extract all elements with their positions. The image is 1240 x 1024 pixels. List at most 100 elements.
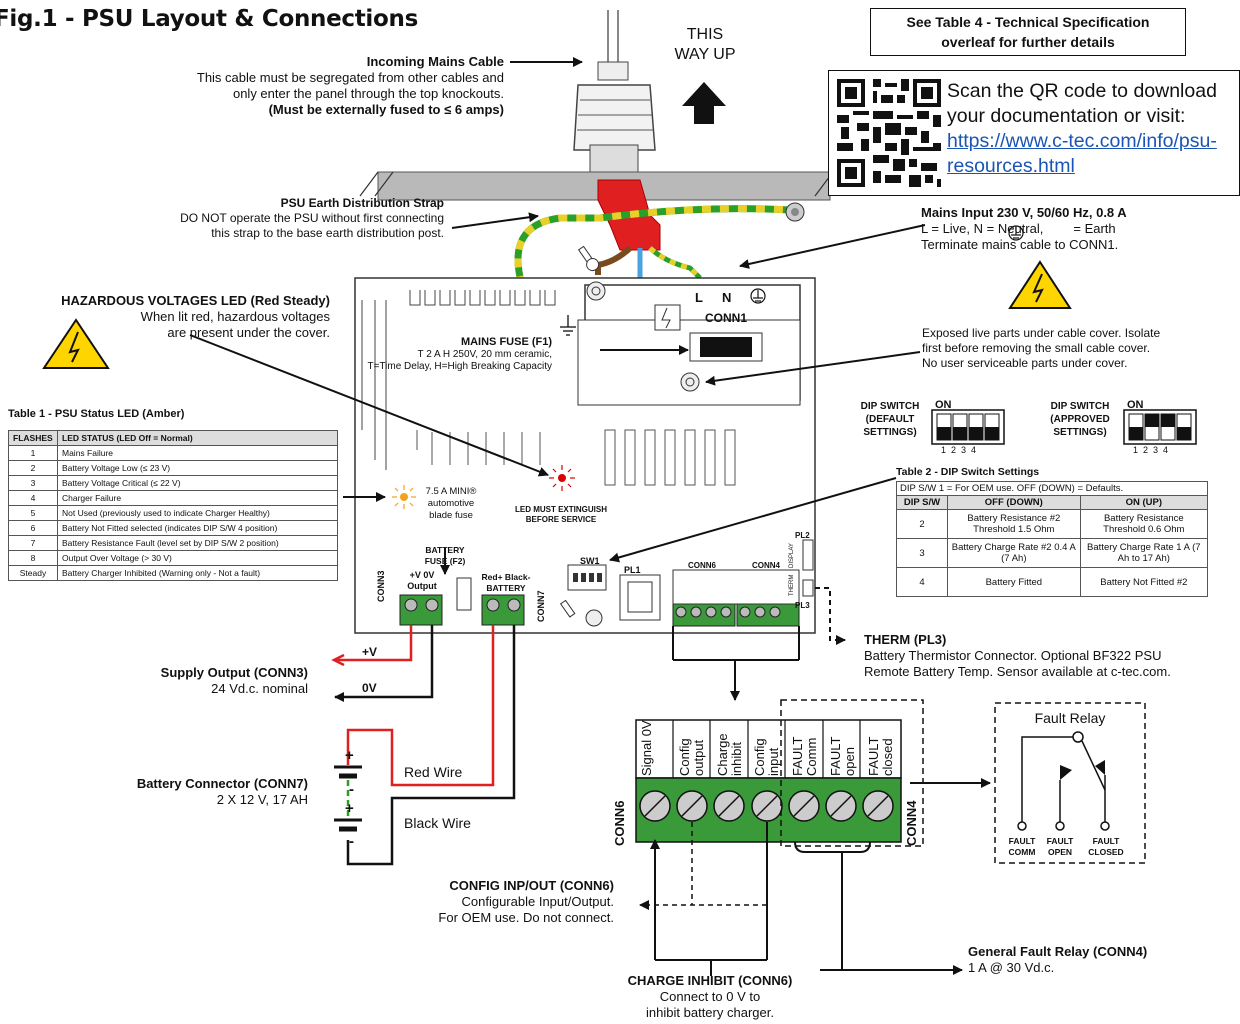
general-fault-title: General Fault Relay (CONN4) xyxy=(968,944,1148,959)
dip-approved-nums: 1 2 3 4 xyxy=(1133,445,1169,455)
spec-note-line1: See Table 4 - Technical Specification xyxy=(906,14,1150,30)
battery-note: Battery Connector (CONN7) 2 X 12 V, 17 A… xyxy=(60,776,308,808)
mains-input-line2: Terminate mains cable to CONN1. xyxy=(921,237,1119,252)
config-title: CONFIG INP/OUT (CONN6) xyxy=(449,878,614,893)
sw1-label: SW1 xyxy=(580,556,600,566)
mains-input-note: Mains Input 230 V, 50/60 Hz, 0.8 A L = L… xyxy=(921,205,1231,253)
up-line1: THIS xyxy=(686,26,724,43)
dip-approved-line1: DIP SWITCH xyxy=(1050,401,1110,412)
mains-input-line1: L = Live, N = Neutral, = Earth xyxy=(921,221,1231,237)
charge-inhibit-note: CHARGE INHIBIT (CONN6) Connect to 0 V to… xyxy=(570,973,850,1021)
table1-cell-status: Output Over Voltage (> 30 V) xyxy=(57,550,338,566)
fault-open-label: FAULT OPEN xyxy=(1046,836,1074,857)
therm-line2: Remote Battery Temp. Sensor available at… xyxy=(864,664,1171,679)
charge-inhibit-title: CHARGE INHIBIT (CONN6) xyxy=(627,973,793,988)
fault-closed-label: FAULT CLOSED xyxy=(1088,836,1124,857)
terminal-block xyxy=(635,719,902,843)
terminal-label: Signal 0V xyxy=(639,720,654,776)
qr-link[interactable]: https://www.c-tec.com/info/psu- resource… xyxy=(947,129,1237,179)
table2: DIP S/W 1 = For OEM use. OFF (DOWN) = De… xyxy=(896,481,1209,597)
conn1-N: N xyxy=(722,290,732,305)
battery-label: Red+ Black- BATTERY xyxy=(481,572,531,593)
conn7-board-label: CONN7 xyxy=(536,590,546,622)
therm-label: THERM xyxy=(789,574,795,596)
table2-cell-on: Battery Not Fitted #2 xyxy=(1079,567,1209,597)
mains-cable-line1: This cable must be segregated from other… xyxy=(196,70,504,85)
red-wire-label: Red Wire xyxy=(404,764,463,780)
dip-approved-line3: SETTINGS) xyxy=(1053,427,1107,438)
table1-cell-flashes: 3 xyxy=(8,475,58,491)
config-note: CONFIG INP/OUT (CONN6) Configurable Inpu… xyxy=(360,878,614,926)
conn3-board-label: CONN3 xyxy=(376,570,386,602)
battery-minus-1: - xyxy=(349,781,354,798)
conn1-L: L xyxy=(695,290,703,305)
general-fault-note: General Fault Relay (CONN4) 1 A @ 30 Vd.… xyxy=(968,944,1228,976)
conn4-label: CONN4 xyxy=(904,800,919,846)
dip-approved-on: ON xyxy=(1127,399,1144,411)
supply-plus-label: +V xyxy=(362,645,378,659)
therm-title: THERM (PL3) xyxy=(864,632,947,647)
table2-cell-off: Battery Fitted xyxy=(947,567,1081,597)
exposed-note: Exposed live parts under cable cover. Is… xyxy=(922,326,1222,371)
hazard-triangle-left xyxy=(42,318,110,369)
table1-cell-flashes: 6 xyxy=(8,520,58,536)
mains-input-title: Mains Input 230 V, 50/60 Hz, 0.8 A xyxy=(921,205,1127,220)
earth-strap-note: PSU Earth Distribution Strap DO NOT oper… xyxy=(110,196,444,241)
battery-line1: 2 X 12 V, 17 AH xyxy=(216,792,308,807)
mains-fuse-note: MAINS FUSE (F1) T 2 A H 250V, 20 mm cera… xyxy=(340,335,552,373)
table1-cell-status: Charger Failure xyxy=(57,490,338,506)
earth-strap-title: PSU Earth Distribution Strap xyxy=(280,196,444,210)
terminal-label: Config output xyxy=(676,738,706,776)
charge-inhibit-line1: Connect to 0 V to xyxy=(659,989,761,1004)
table1-cell-status: Battery Resistance Fault (level set by D… xyxy=(57,535,338,551)
therm-note: THERM (PL3) Battery Thermistor Connector… xyxy=(864,632,1236,680)
table2-header-off: OFF (DOWN) xyxy=(947,495,1081,510)
mains-cable-entry xyxy=(573,10,656,181)
supply-note: Supply Output (CONN3) 24 Vd.c. nominal xyxy=(60,665,308,697)
this-way-up-label: THIS WAY UP xyxy=(660,25,750,65)
dip-default-on: ON xyxy=(935,399,952,411)
blade-fuse-label: 7.5 A MINI® automotive blade fuse xyxy=(425,486,477,521)
fault-relay-title: Fault Relay xyxy=(1034,710,1106,726)
config-line1: Configurable Input/Output. xyxy=(461,894,615,909)
hazard-led-title: HAZARDOUS VOLTAGES LED (Red Steady) xyxy=(61,293,330,308)
table2-cell-on: Battery Resistance Threshold 0.6 Ohm xyxy=(1079,509,1209,539)
table2-header-dipsw: DIP S/W xyxy=(896,495,948,510)
qr-text: Scan the QR code to download your docume… xyxy=(947,79,1237,179)
terminal-label: Charge inhibit xyxy=(714,733,744,776)
table2-note: DIP S/W 1 = For OEM use. OFF (DOWN) = De… xyxy=(896,481,1208,496)
table1-cell-flashes: 1 xyxy=(8,445,58,461)
dip-default-label: DIP SWITCH (DEFAULT SETTINGS) xyxy=(850,400,930,439)
hazard-led-line1: When lit red, hazardous voltages xyxy=(140,309,330,324)
config-line2: For OEM use. Do not connect. xyxy=(438,910,614,925)
qr-link-line2[interactable]: resources.html xyxy=(947,155,1075,177)
output-label: +V 0V Output xyxy=(407,570,437,591)
supply-zero-label: 0V xyxy=(362,681,377,695)
mains-input-line1a: L = Live, N = Neutral, xyxy=(921,221,1044,236)
mains-cable-title: Incoming Mains Cable xyxy=(366,54,504,69)
pl2-label: PL2 xyxy=(795,531,810,540)
mains-fuse-line1: T 2 A H 250V, 20 mm ceramic, xyxy=(417,349,552,360)
battery-fuse-label: BATTERY FUSE (F2) xyxy=(424,545,466,566)
mains-input-line1b: = Earth xyxy=(1073,221,1116,236)
qr-text-line2: your documentation or visit: xyxy=(947,105,1186,127)
mains-cable-line2: only enter the panel through the top kno… xyxy=(232,86,504,101)
qr-link-line1[interactable]: https://www.c-tec.com/info/psu- xyxy=(947,130,1217,152)
charge-inhibit-line2: inhibit battery charger. xyxy=(646,1005,774,1020)
table1-cell-flashes: 7 xyxy=(8,535,58,551)
spec-note-line2: overleaf for further details xyxy=(941,34,1115,50)
table1-cell-flashes: 2 xyxy=(8,460,58,476)
table1-title: Table 1 - PSU Status LED (Amber) xyxy=(8,408,185,420)
hazard-led-line2: are present under the cover. xyxy=(167,325,330,340)
battery-title: Battery Connector (CONN7) xyxy=(136,776,308,791)
exposed-line2: first before removing the small cable co… xyxy=(922,341,1151,355)
table1-header-flashes: FLASHES xyxy=(8,430,58,446)
